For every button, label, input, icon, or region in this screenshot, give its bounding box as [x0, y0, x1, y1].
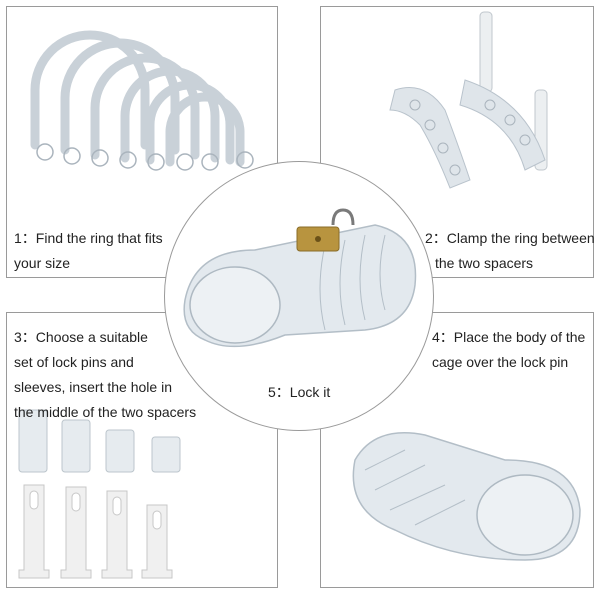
- step-2-text: 2：Clamp the ring between the two spacers: [425, 230, 595, 271]
- pins-sleeves-illustration: [18, 409, 181, 579]
- step-number: 5：: [268, 384, 290, 400]
- step-number: 3：: [14, 329, 36, 345]
- cage-illustration: [352, 432, 581, 561]
- step-3-text: 3：Choose a suitable set of lock pins and…: [14, 329, 197, 420]
- step-number: 4：: [432, 329, 454, 345]
- spacers-illustration: [389, 11, 548, 189]
- step-5-text: 5：Lock it: [268, 384, 331, 400]
- step-1-text: 1：Find the ring that fits your size: [14, 230, 163, 271]
- step-number: 1：: [14, 230, 36, 246]
- step-4-text: 4：Place the body of the cage over the lo…: [432, 329, 586, 370]
- locked-cage-illustration: [183, 208, 417, 348]
- rings-illustration: [30, 30, 254, 171]
- step-number: 2：: [425, 230, 447, 246]
